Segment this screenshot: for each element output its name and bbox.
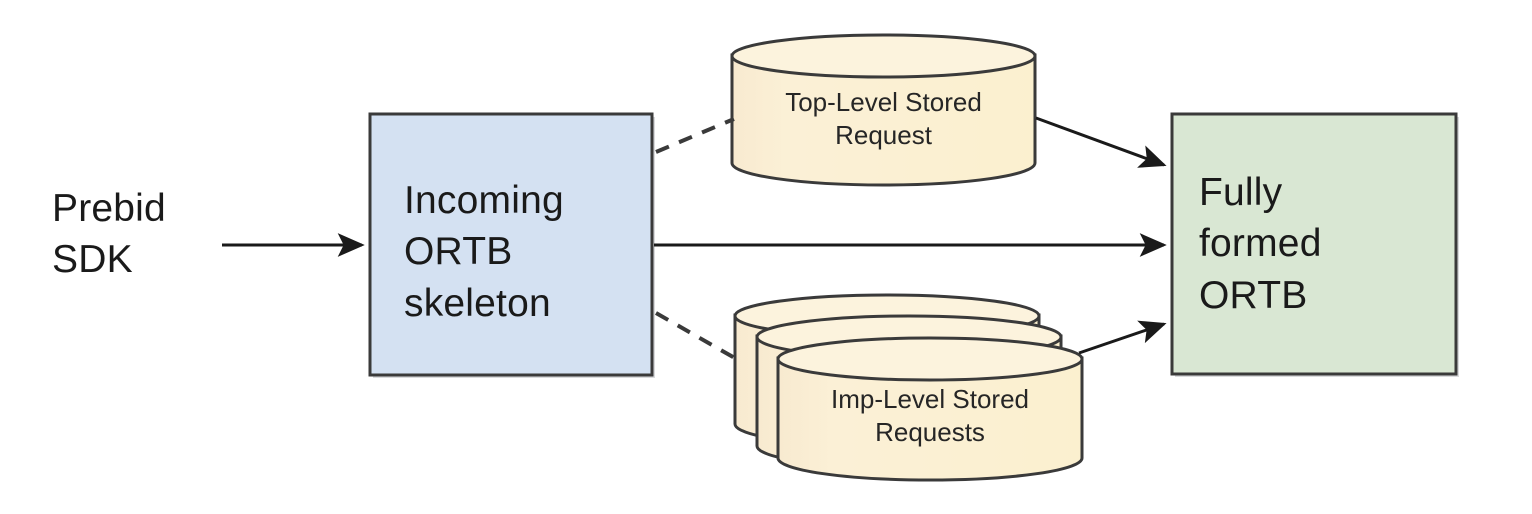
node-fully-formed-ortb[interactable] — [1170, 112, 1459, 377]
imp-level-stored-requests-label: Imp-Level Stored Requests — [831, 384, 1029, 448]
incoming-ortb-skeleton-label: Incoming ORTB skeleton — [404, 179, 564, 325]
cylinder-front — [776, 336, 1084, 482]
prebid-sdk-label: Prebid SDK — [52, 187, 166, 282]
edge-incoming-to-top-level-stored — [655, 117, 735, 154]
node-imp-level-stored-requests[interactable] — [733, 293, 1084, 482]
edge-incoming-to-imp-level-stored — [655, 311, 741, 363]
fully-formed-ortb-label: Fully formed ORTB — [1199, 171, 1322, 317]
node-top-level-stored-request[interactable] — [730, 33, 1037, 187]
top-level-stored-request-label: Top-Level Stored Request — [785, 87, 982, 151]
node-incoming-ortb-skeleton[interactable] — [368, 112, 655, 378]
edge-imp-level-stored-to-fully-formed — [1078, 320, 1167, 355]
edge-top-level-stored-to-fully-formed — [1035, 116, 1167, 168]
